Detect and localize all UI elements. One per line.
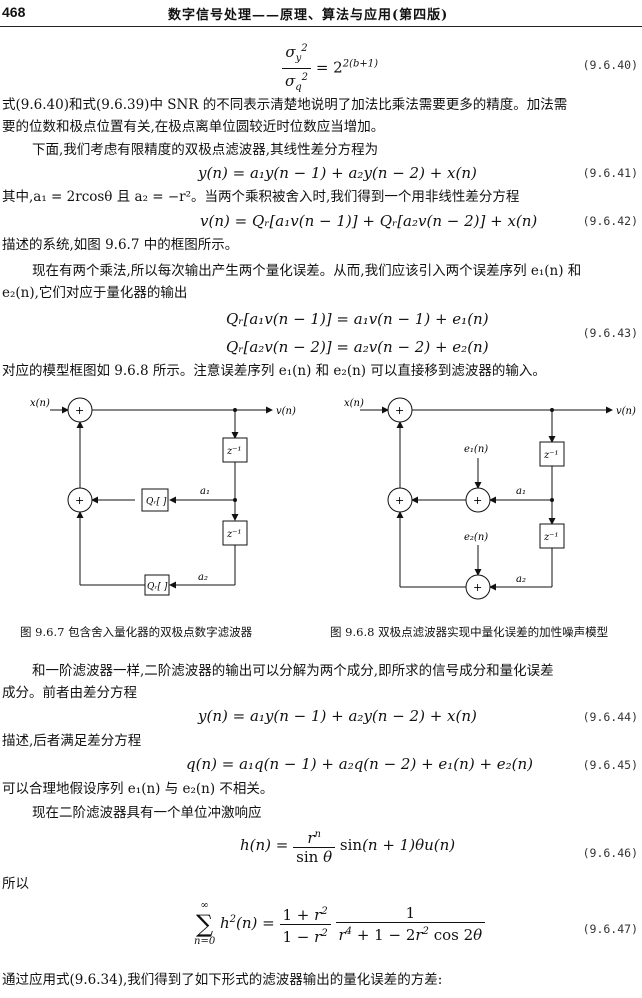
output-label: v(n) bbox=[616, 406, 636, 417]
quantizer-label: Qᵣ[ ] bbox=[146, 497, 167, 507]
running-title: 数字信号处理——原理、算法与应用(第四版) bbox=[168, 8, 449, 23]
figure-caption: 图 9.6.8 双极点滤波器实现中量化误差的加性噪声模型 bbox=[330, 625, 609, 639]
equation-9-6-44: y(n) = a₁y(n − 1) + a₂y(n − 2) + x(n) bbox=[198, 707, 477, 725]
page-header: 468 数字信号处理——原理、算法与应用(第四版) bbox=[0, 0, 642, 27]
equation-9-6-45: q(n) = a₁q(n − 1) + a₂q(n − 2) + e₁(n) +… bbox=[186, 755, 534, 773]
paragraph: 下面,我们考虑有限精度的双极点滤波器,其线性差分方程为 bbox=[32, 142, 379, 158]
paragraph: 成分。前者由差分方程 bbox=[2, 685, 137, 701]
adder-symbol: + bbox=[395, 404, 404, 417]
figure-9-6-8-diagram: x(n) v(n) + + + + z⁻¹ z⁻¹ e₁(n) e₂(n) a₁… bbox=[344, 397, 636, 600]
quantizer-label: Qᵣ[ ] bbox=[147, 582, 168, 592]
paragraph: 描述的系统,如图 9.6.7 中的框图所示。 bbox=[2, 237, 239, 253]
paragraph: 对应的模型框图如 9.6.8 所示。注意误差序列 e₁(n) 和 e₂(n) 可… bbox=[2, 363, 546, 379]
paragraph: 描述,后者满足差分方程 bbox=[2, 733, 142, 749]
coef-label: a₂ bbox=[516, 574, 526, 585]
coef-label: a₂ bbox=[198, 572, 208, 583]
delay-label: z⁻¹ bbox=[543, 450, 559, 461]
error-label: e₂(n) bbox=[464, 532, 488, 543]
output-label: v(n) bbox=[276, 406, 296, 417]
paragraph: 所以 bbox=[2, 876, 29, 892]
paragraph: 现在二阶滤波器具有一个单位冲激响应 bbox=[32, 805, 262, 821]
adder-symbol: + bbox=[75, 494, 84, 507]
paragraph: 和一阶滤波器一样,二阶滤波器的输出可以分解为两个成分,即所求的信号成分和量化误差 bbox=[32, 663, 554, 679]
coef-label: a₁ bbox=[200, 486, 210, 497]
adder-symbol: + bbox=[473, 581, 482, 594]
error-label: e₁(n) bbox=[464, 444, 488, 455]
eq-number: (9.6.42) bbox=[582, 214, 638, 228]
paragraph: 通过应用式(9.6.34),我们得到了如下形式的滤波器输出的量化误差的方差: bbox=[2, 972, 443, 988]
eq-number: (9.6.41) bbox=[582, 166, 638, 180]
paragraph: 现在有两个乘法,所以每次输出产生两个量化误差。从而,我们应该引入两个误差序列 e… bbox=[32, 263, 582, 279]
coef-label: a₁ bbox=[516, 486, 526, 497]
equation-9-6-43a: Qᵣ[a₁v(n − 1)] = a₁v(n − 1) + e₁(n) bbox=[226, 310, 489, 328]
page-number: 468 bbox=[2, 4, 26, 20]
equation-9-6-43b: Qᵣ[a₂v(n − 2)] = a₂v(n − 2) + e₂(n) bbox=[226, 338, 489, 356]
adder-symbol: + bbox=[75, 404, 84, 417]
paragraph: 可以合理地假设序列 e₁(n) 与 e₂(n) 不相关。 bbox=[2, 781, 274, 797]
paragraph: 要的位数和极点位置有关,在极点离单位圆较近时位数应当增加。 bbox=[2, 119, 385, 135]
eq-number: (9.6.45) bbox=[582, 758, 638, 772]
equation-9-6-42: v(n) = Qᵣ[a₁v(n − 1)] + Qᵣ[a₂v(n − 2)] +… bbox=[200, 212, 538, 230]
input-label: x(n) bbox=[30, 398, 50, 409]
paragraph: 其中,a₁ = 2rcosθ 且 a₂ = −r²。当两个乘积被舍入时,我们得到… bbox=[2, 189, 520, 205]
delay-label: z⁻¹ bbox=[543, 532, 559, 543]
paragraph: 式(9.6.40)和式(9.6.39)中 SNR 的不同表示清楚地说明了加法比乘… bbox=[2, 97, 568, 113]
eq-number: (9.6.46) bbox=[582, 846, 638, 860]
eq-number: (9.6.43) bbox=[582, 326, 638, 340]
delay-label: z⁻¹ bbox=[226, 529, 242, 540]
eq-number: (9.6.47) bbox=[582, 922, 638, 936]
figure-9-6-7-diagram: x(n) v(n) + + z⁻¹ z⁻¹ Qᵣ[ ] Qᵣ[ ] a₁ a₂ bbox=[30, 397, 296, 596]
delay-label: z⁻¹ bbox=[226, 446, 242, 457]
paragraph: e₂(n),它们对应于量化器的输出 bbox=[2, 285, 188, 301]
input-label: x(n) bbox=[344, 398, 364, 409]
figure-caption: 图 9.6.7 包含舍入量化器的双极点数字滤波器 bbox=[20, 625, 253, 639]
eq-number: (9.6.40) bbox=[582, 58, 638, 72]
adder-symbol: + bbox=[473, 494, 482, 507]
equation-9-6-41: y(n) = a₁y(n − 1) + a₂y(n − 2) + x(n) bbox=[198, 164, 477, 182]
eq-number: (9.6.44) bbox=[582, 710, 638, 724]
adder-symbol: + bbox=[395, 494, 404, 507]
